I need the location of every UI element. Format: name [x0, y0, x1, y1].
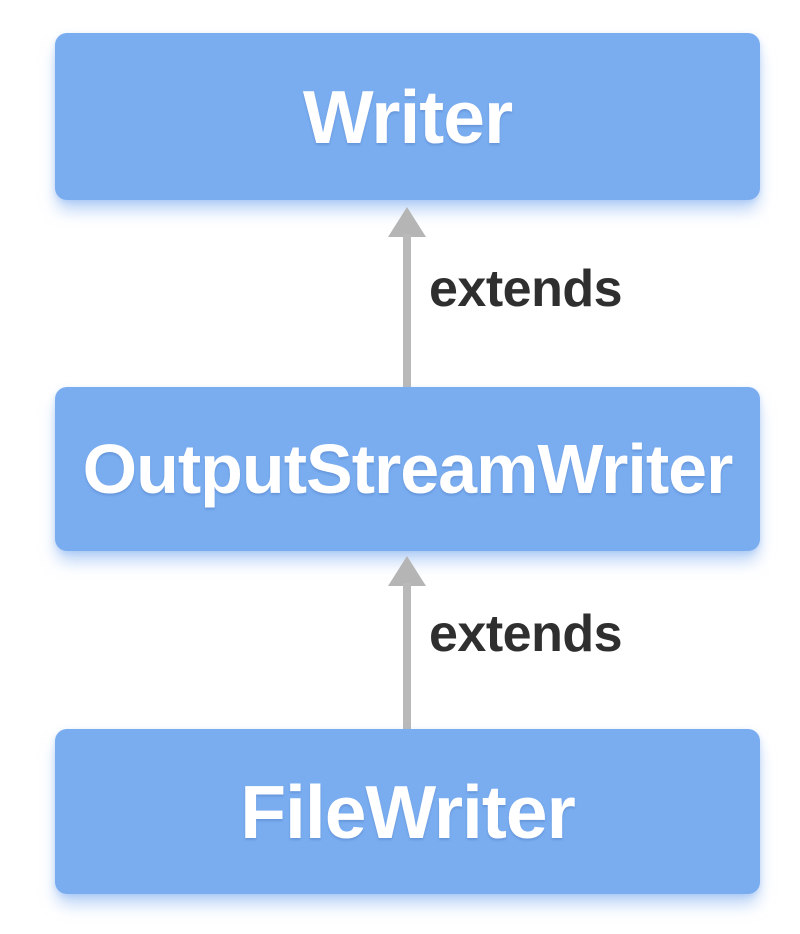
class-name-label: Writer [302, 74, 513, 159]
extends-label-upper: extends [429, 260, 623, 318]
extends-arrow-lower [387, 556, 427, 729]
class-box-outputstreamwriter: OutputStreamWriter [55, 387, 760, 551]
extends-arrow-upper [387, 207, 427, 390]
class-box-writer: Writer [55, 33, 760, 200]
arrow-line [403, 234, 411, 390]
class-box-filewriter: FileWriter [55, 729, 760, 894]
class-name-label: FileWriter [240, 769, 576, 854]
extends-label-lower: extends [429, 605, 623, 663]
arrow-head-icon [388, 207, 426, 237]
arrow-head-icon [388, 556, 426, 586]
class-name-label: OutputStreamWriter [82, 430, 734, 508]
arrow-line [403, 583, 411, 729]
